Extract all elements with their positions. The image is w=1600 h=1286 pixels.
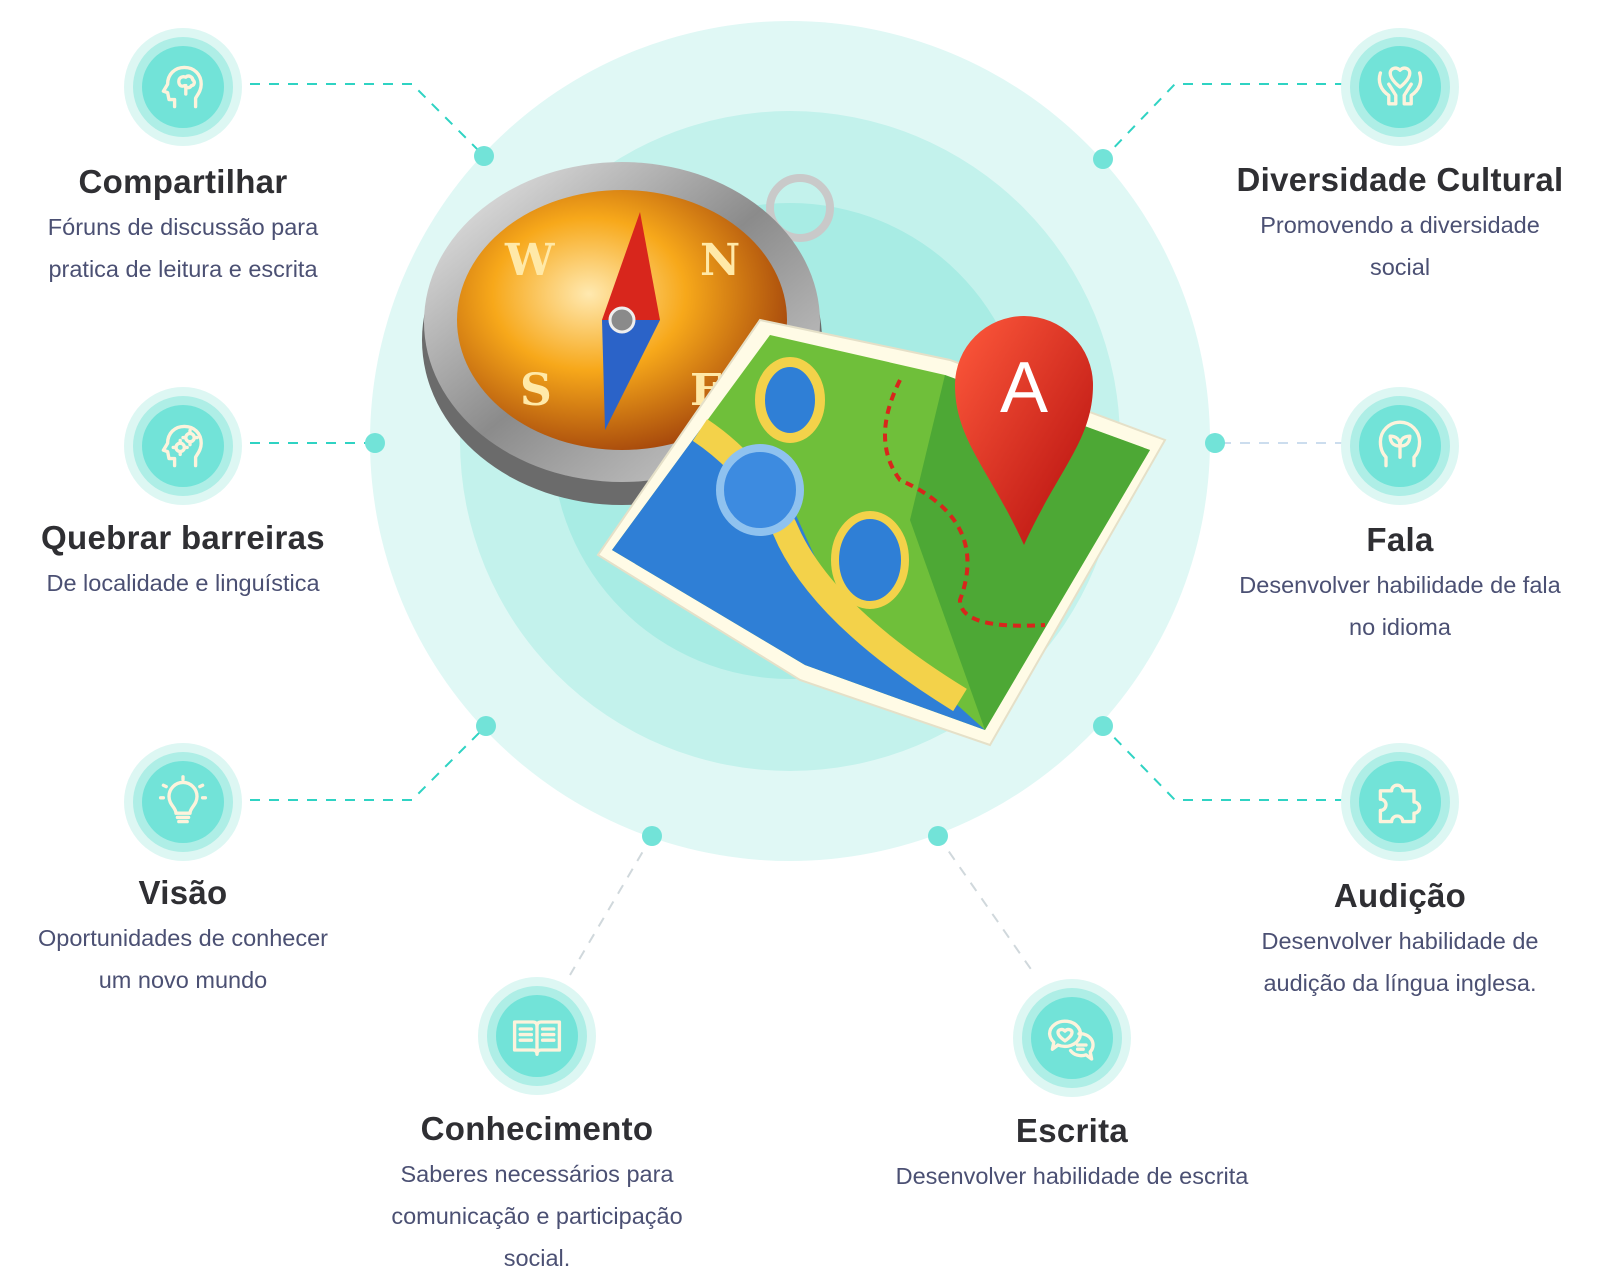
item-desc-line: Fóruns de discussão para xyxy=(47,214,319,240)
compass-letter-s: S xyxy=(520,365,552,416)
hands-heart-icon xyxy=(1341,28,1459,146)
item-conhecimento: Conhecimento Saberes necessários para com… xyxy=(347,1109,727,1279)
item-title: Conhecimento xyxy=(420,1110,654,1147)
item-fala: Fala Desenvolver habilidade de fala no id… xyxy=(1210,520,1590,648)
item-title: Compartilhar xyxy=(78,163,288,200)
item-desc-line: social. xyxy=(503,1245,571,1271)
item-desc-line: audição da língua inglesa. xyxy=(1263,970,1537,996)
item-desc-line: um novo mundo xyxy=(98,967,268,993)
compass-letter-n: N xyxy=(700,235,740,286)
item-escrita: Escrita Desenvolver habilidade de escrit… xyxy=(872,1111,1272,1197)
connector-dots xyxy=(365,146,1225,846)
lightbulb-icon xyxy=(124,743,242,861)
gear-head-icon xyxy=(124,387,242,505)
map-pin-icon: A xyxy=(955,316,1093,545)
connector-lines xyxy=(250,83,1345,976)
compass-letter-w: W xyxy=(504,235,555,286)
open-book-icon xyxy=(478,977,596,1095)
item-desc-line: De localidade e linguística xyxy=(46,570,320,596)
item-visao: Visão Oportunidades de conhecer um novo m… xyxy=(0,873,373,1001)
item-desc-line: comunicação e participação xyxy=(391,1203,683,1229)
brain-head-icon xyxy=(124,28,242,146)
item-desc-line: Promovendo a diversidade xyxy=(1260,212,1540,238)
item-desc-line: Oportunidades de conhecer xyxy=(37,925,329,951)
item-audicao: Audição Desenvolver habilidade de audição… xyxy=(1210,876,1590,1004)
item-title: Audição xyxy=(1333,877,1467,914)
item-title: Diversidade Cultural xyxy=(1236,161,1564,198)
plant-head-icon xyxy=(1341,387,1459,505)
item-title: Visão xyxy=(138,874,228,911)
item-quebrar-barreiras: Quebrar barreiras De localidade e linguí… xyxy=(0,518,373,604)
item-compartilhar: Compartilhar Fóruns de discussão para pra… xyxy=(0,162,373,290)
item-title: Quebrar barreiras xyxy=(41,519,325,556)
item-title: Fala xyxy=(1366,521,1434,558)
item-title: Escrita xyxy=(1015,1112,1129,1149)
item-desc-line: Desenvolver habilidade de escrita xyxy=(895,1163,1249,1189)
item-diversidade-cultural: Diversidade Cultural Promovendo a divers… xyxy=(1210,160,1590,288)
item-desc-line: pratica de leitura e escrita xyxy=(48,256,318,282)
chat-heart-icon xyxy=(1013,979,1131,1097)
item-desc-line: Desenvolver habilidade de xyxy=(1261,928,1539,954)
map-pin-label: A xyxy=(1000,348,1048,428)
item-desc-line: Desenvolver habilidade de fala xyxy=(1239,572,1561,598)
item-desc-line: social xyxy=(1369,254,1431,280)
item-desc-line: no idioma xyxy=(1349,614,1451,640)
puzzle-icon xyxy=(1341,743,1459,861)
item-desc-line: Saberes necessários para xyxy=(400,1161,674,1187)
